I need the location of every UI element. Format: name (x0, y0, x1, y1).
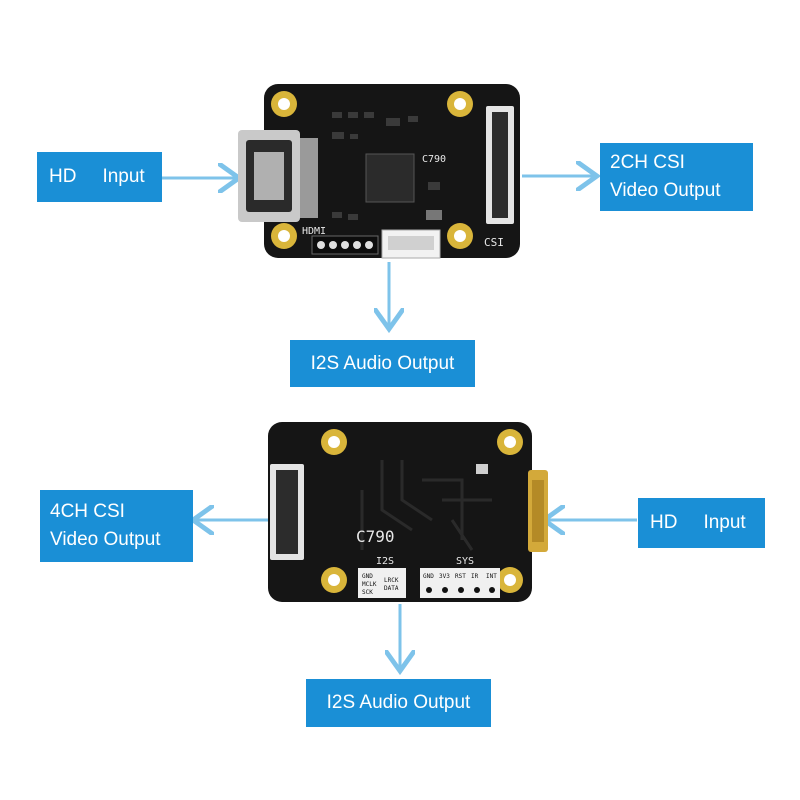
bottom-hd-word: HD (650, 512, 678, 533)
sys-silk: SYS (456, 556, 474, 567)
bottom-mount-pads (321, 429, 523, 593)
sys-pin-block (420, 568, 500, 598)
sys-pin: INT (486, 573, 497, 580)
top-hd-input-label: HD Input (37, 152, 162, 202)
i2s-pin-labels: GND MCLK SCK LRCK DATA (362, 573, 399, 596)
top-i2s-audio-label: I2S Audio Output (290, 340, 475, 387)
hdmi-connector (238, 130, 318, 222)
i2s-silk: I2S (376, 556, 394, 567)
sys-pin: 3V3 (439, 573, 450, 580)
top-csi-line2: Video Output (610, 180, 721, 201)
i2s-pin: DATA (384, 585, 399, 592)
top-audio-connector (381, 229, 441, 259)
top-mount-pads (271, 91, 473, 249)
i2s-pin: GND (362, 573, 373, 580)
bottom-board: C790 I2S GND MCLK SCK LRCK DATA SYS GND … (268, 422, 548, 602)
i2s-pin-block (358, 568, 406, 598)
bottom-csi-line1: 4CH CSI (50, 501, 125, 522)
bottom-csi-output-label: 4CH CSI Video Output (40, 490, 193, 562)
bottom-pcb (268, 422, 532, 602)
main-chip (365, 153, 415, 203)
sys-pin: RST (455, 573, 466, 580)
bottom-csi-line2: Video Output (50, 529, 161, 550)
bottom-i2s-audio-label: I2S Audio Output (306, 679, 491, 727)
top-pin-header (311, 235, 379, 255)
top-csi-connector (486, 106, 514, 224)
sys-pin: GND (423, 573, 434, 580)
bottom-traces (360, 460, 492, 551)
top-hd-word: HD (49, 166, 77, 187)
bottom-component (476, 464, 488, 474)
top-chip-label: C790 (422, 154, 446, 165)
bottom-input-word: Input (703, 512, 746, 533)
bottom-csi-connector (270, 464, 304, 560)
sys-pin-labels: GND 3V3 RST IR INT (423, 573, 497, 580)
bottom-hd-input-label: HD Input (638, 498, 765, 548)
bottom-hdmi-connector (528, 470, 548, 552)
top-input-word: Input (102, 166, 145, 187)
top-board: C790 CSI HDMI (238, 84, 520, 259)
bottom-chip-label: C790 (356, 527, 395, 546)
sys-pin: IR (471, 573, 479, 580)
i2s-pin: LRCK (384, 577, 399, 584)
top-csi-silk: CSI (484, 236, 504, 249)
i2s-pin: MCLK (362, 581, 377, 588)
top-csi-output-label: 2CH CSI Video Output (600, 143, 753, 211)
i2s-pin: SCK (362, 589, 373, 596)
top-hdmi-silk: HDMI (302, 226, 326, 237)
top-csi-line1: 2CH CSI (610, 152, 685, 173)
sys-pin-holes (426, 587, 495, 593)
top-components (332, 112, 442, 220)
